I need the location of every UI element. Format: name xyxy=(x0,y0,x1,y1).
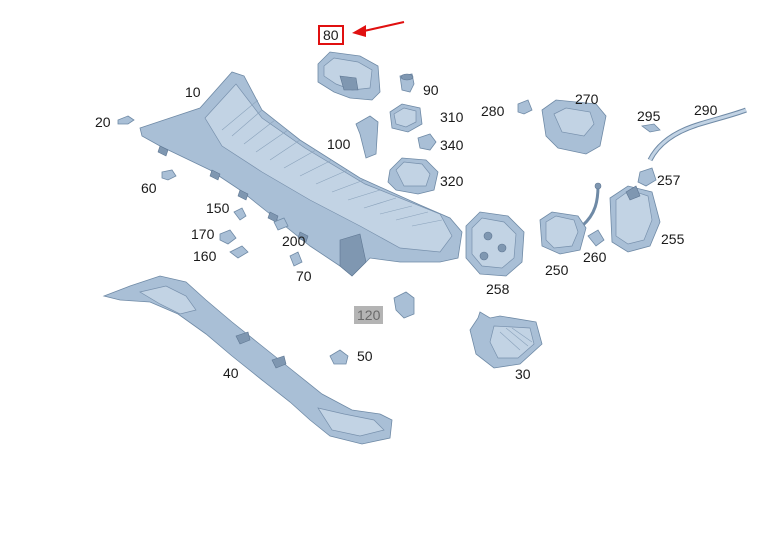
label-258[interactable]: 258 xyxy=(486,281,510,297)
part-90-grommet[interactable] xyxy=(399,73,415,93)
label-170[interactable]: 170 xyxy=(191,226,215,242)
part-295-clip[interactable] xyxy=(641,123,661,133)
part-320-connector-block[interactable] xyxy=(387,157,439,195)
label-270[interactable]: 270 xyxy=(575,91,599,107)
label-70[interactable]: 70 xyxy=(296,268,312,284)
part-30-housing[interactable] xyxy=(469,311,543,369)
part-80-air-duct[interactable] xyxy=(317,51,381,101)
part-40-crossmember[interactable] xyxy=(102,275,393,445)
part-120-clip[interactable] xyxy=(393,291,415,319)
label-10[interactable]: 10 xyxy=(185,84,201,100)
part-160-clip[interactable] xyxy=(229,245,249,259)
label-200[interactable]: 200 xyxy=(282,233,306,249)
label-120[interactable]: 120 xyxy=(354,306,384,324)
label-60[interactable]: 60 xyxy=(141,180,157,196)
label-320[interactable]: 320 xyxy=(440,173,464,189)
part-20-clip[interactable] xyxy=(117,115,135,125)
part-50-nut[interactable] xyxy=(329,349,349,365)
label-40[interactable]: 40 xyxy=(223,365,239,381)
part-255-reservoir[interactable] xyxy=(609,185,661,253)
part-290-hose[interactable] xyxy=(647,107,747,162)
part-310-relay[interactable] xyxy=(389,103,423,133)
label-340[interactable]: 340 xyxy=(440,137,464,153)
part-60-clip[interactable] xyxy=(161,169,177,181)
part-257-cap[interactable] xyxy=(637,167,657,187)
label-80[interactable]: 80 xyxy=(318,25,344,45)
label-100[interactable]: 100 xyxy=(327,136,351,152)
part-340-cap[interactable] xyxy=(417,133,437,151)
label-50[interactable]: 50 xyxy=(357,348,373,364)
label-280[interactable]: 280 xyxy=(481,103,505,119)
part-70-clip[interactable] xyxy=(289,251,303,267)
label-255[interactable]: 255 xyxy=(661,231,685,247)
label-310[interactable]: 310 xyxy=(440,109,464,125)
label-160[interactable]: 160 xyxy=(193,248,217,264)
label-257[interactable]: 257 xyxy=(657,172,681,188)
part-250-pump[interactable] xyxy=(539,182,602,255)
part-10-cowl-panel[interactable] xyxy=(139,71,463,277)
label-290[interactable]: 290 xyxy=(694,102,718,118)
part-150-clip[interactable] xyxy=(233,207,247,221)
part-280-grommet[interactable] xyxy=(517,99,533,115)
part-258-valve-block[interactable] xyxy=(465,211,525,277)
part-200-clip[interactable] xyxy=(273,217,289,231)
part-170-clip[interactable] xyxy=(219,229,237,245)
label-260[interactable]: 260 xyxy=(583,249,607,265)
label-30[interactable]: 30 xyxy=(515,366,531,382)
part-260-grommet[interactable] xyxy=(587,229,605,247)
label-295[interactable]: 295 xyxy=(637,108,661,124)
label-250[interactable]: 250 xyxy=(545,262,569,278)
callout-arrow xyxy=(352,21,405,37)
part-270-cover[interactable] xyxy=(541,99,607,155)
part-100-bracket[interactable] xyxy=(355,115,379,159)
label-90[interactable]: 90 xyxy=(423,82,439,98)
label-20[interactable]: 20 xyxy=(95,114,111,130)
label-150[interactable]: 150 xyxy=(206,200,230,216)
